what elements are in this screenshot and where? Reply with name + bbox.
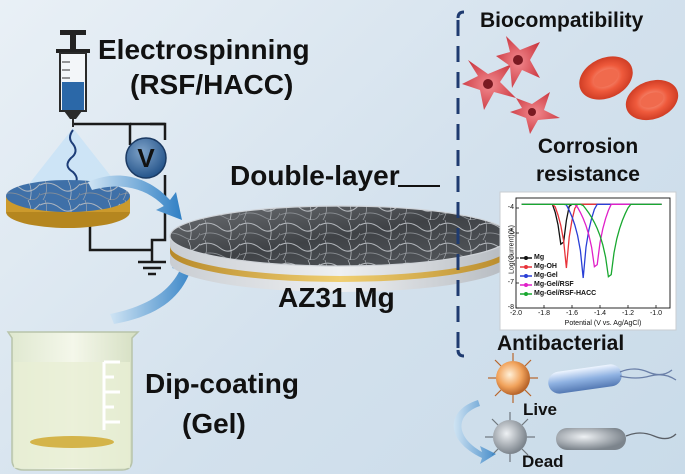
beaker (8, 332, 138, 470)
x-tick-label-4: -1.2 (618, 310, 638, 317)
y-tick-label-3: -7 (504, 279, 514, 286)
divider-top-curl (458, 12, 464, 18)
live-label: Live (523, 400, 557, 420)
voltage-label: V (136, 143, 156, 173)
x-tick-label-5: -1.0 (646, 310, 666, 317)
double-layer-label: Double-layer (230, 160, 400, 192)
x-tick-label-3: -1.4 (590, 310, 610, 317)
az31-label: AZ31 Mg (278, 282, 395, 314)
divider-bottom-curl (458, 350, 464, 356)
legend-label-3: Mg-Gel/RSF (534, 281, 574, 288)
legend-label-0: Mg (534, 254, 544, 261)
live-bacteria (488, 353, 676, 403)
x-tick-label-1: -1.8 (534, 310, 554, 317)
legend-marker-2 (524, 274, 528, 278)
live-to-dead-arrow (454, 400, 496, 464)
x-tick-label-2: -1.6 (562, 310, 582, 317)
legend-marker-4 (524, 292, 528, 296)
coated-mg-disc (170, 206, 510, 292)
gel-label: (Gel) (182, 408, 246, 440)
dip-coating-label: Dip-coating (145, 368, 299, 400)
x-tick-label-0: -2.0 (506, 310, 526, 317)
dead-label: Dead (522, 452, 564, 472)
corrosion-label: Corrosion (508, 134, 668, 159)
ground-symbol (138, 262, 166, 274)
y-tick-label-0: -4 (504, 204, 514, 211)
legend-marker-3 (524, 283, 528, 287)
legend-marker-0 (524, 256, 528, 260)
red-blood-cells (572, 48, 684, 127)
chart-x-axis-label: Potential (V vs. Ag/AgCl) (538, 320, 668, 327)
legend-label-4: Mg-Gel/RSF-HACC (534, 290, 596, 297)
legend-label-2: Mg-Gel (534, 272, 558, 279)
legend-marker-1 (524, 265, 528, 269)
dead-bacteria (485, 412, 676, 462)
collector-plate (6, 180, 130, 228)
biocompatibility-label: Biocompatibility (480, 8, 643, 33)
cells-illustration (462, 36, 560, 134)
resistance-label: resistance (508, 162, 668, 187)
y-tick-label-1: -5 (504, 229, 514, 236)
legend-label-1: Mg-OH (534, 263, 557, 270)
syringe (56, 30, 90, 127)
electrospinning-label: Electrospinning (98, 34, 310, 66)
rsf-hacc-label: (RSF/HACC) (130, 69, 293, 101)
y-tick-label-2: -6 (504, 254, 514, 261)
antibacterial-label: Antibacterial (497, 331, 624, 356)
y-tick-label-4: -8 (504, 304, 514, 311)
